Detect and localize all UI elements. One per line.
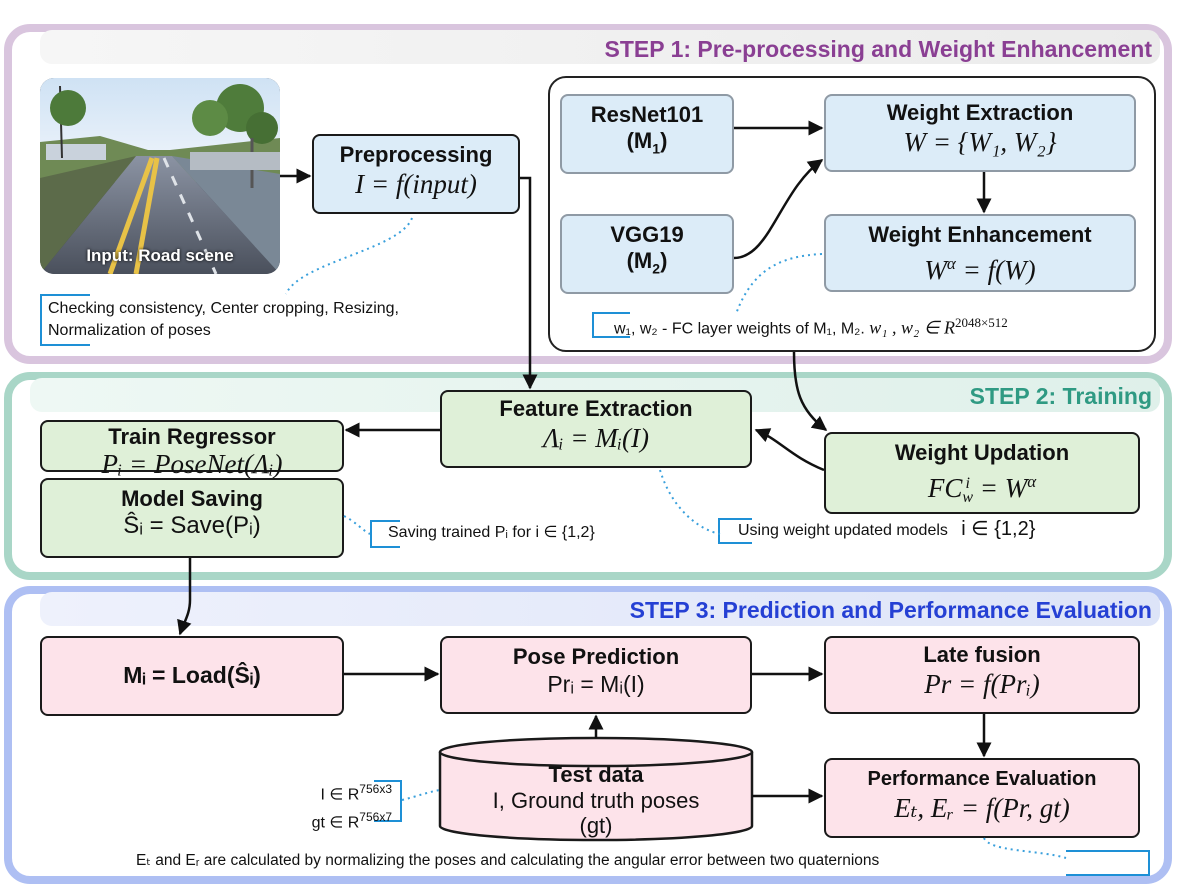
fc-note: w₁, w₂ - FC layer weights of M₁, M₂. w₁ … [614,315,1008,338]
load-model-box: Mᵢ = Load(Ŝᵢ) [40,636,344,716]
weight-extraction-title: Weight Extraction [886,100,1074,125]
dotted-saving-note [343,515,371,535]
train-regressor-title: Train Regressor [108,424,276,449]
test-data-label: Test data I, Ground truth poses (gt) [492,762,700,838]
step2-title: STEP 2: Training [969,383,1152,409]
saving-note-bracket [370,520,400,548]
late-fusion-title: Late fusion [923,642,1041,667]
vgg19-model: (M2) [626,248,668,277]
preprocess-note-bracket [40,294,90,346]
performance-evaluation-title: Performance Evaluation [867,768,1097,790]
feature-extraction-box: Feature Extraction Λᵢ = Mᵢ(I) [440,390,752,468]
dotted-updated-note [659,469,721,535]
road-scene-label: Input: Road scene [86,246,234,265]
dims-note-bracket [374,780,402,822]
bottom-note: Eₜ and Eᵣ are calculated by normalizing … [136,852,880,869]
step3-title-band [40,592,1160,626]
resnet101-title: ResNet101 [590,102,704,127]
pose-prediction-equation: Prᵢ = Mᵢ(I) [547,671,645,697]
dims-note: I ∈ R756x3 gt ∈ R756x7 [311,782,392,832]
preprocessing-title: Preprocessing [339,142,493,167]
step3-title: STEP 3: Prediction and Performance Evalu… [629,597,1152,623]
performance-evaluation-box: Performance Evaluation Eₜ, Eᵣ = f(Pr, gt… [824,758,1140,838]
late-fusion-equation: Pr = f(Prᵢ) [924,669,1040,699]
weight-enhancement-equation: Wα = f(W) [924,254,1036,285]
vgg19-box: VGG19 (M2) [560,214,734,294]
dotted-dims-note [401,789,441,801]
model-saving-equation: Ŝᵢ = Save(Pᵢ) [123,512,261,539]
train-regressor-equation: Pᵢ = PoseNet(Λᵢ) [101,449,283,479]
arrow-vgg-to-weight-extraction [733,158,824,260]
weight-updation-title: Weight Updation [894,440,1070,465]
resnet101-model: (M1) [626,128,668,157]
load-model-equation: Mᵢ = Load(Ŝᵢ) [123,662,261,688]
road-scene-illustration [40,78,280,274]
dotted-bottom-note [983,837,1067,859]
updated-note: Using weight updated models i ∈ {1,2} [738,518,1036,540]
arrow-frame-to-weight-updation [792,351,828,431]
model-saving-title: Model Saving [121,486,263,511]
step1-title: STEP 1: Pre-processing and Weight Enhanc… [604,36,1152,62]
weight-extraction-equation: W = {W₁, W₂} [903,127,1057,157]
performance-evaluation-equation: Eₜ, Eᵣ = f(Pr, gt) [894,793,1070,823]
preprocessing-box: Preprocessing I = f(input) [312,134,520,214]
feature-extraction-title: Feature Extraction [499,396,693,421]
weight-extraction-box: Weight Extraction W = {W₁, W₂} [824,94,1136,172]
train-regressor-box: Train Regressor [40,420,344,472]
dotted-fc-note [735,253,823,315]
fc-note-bracket [592,312,630,338]
arrow-preprocessing-to-feature-extraction [520,176,538,390]
pose-prediction-title: Pose Prediction [512,644,680,669]
bottom-note-bracket [1066,850,1150,876]
resnet101-box: ResNet101 (M1) [560,94,734,174]
step1-panel [4,24,1172,364]
pose-prediction-box: Pose Prediction Prᵢ = Mᵢ(I) [440,636,752,714]
feature-extraction-equation: Λᵢ = Mᵢ(I) [542,423,650,453]
preprocess-note: Checking consistency, Center cropping, R… [48,300,399,339]
preprocessing-equation: I = f(input) [355,169,477,199]
vgg19-title: VGG19 [610,222,684,247]
late-fusion-box: Late fusion Pr = f(Prᵢ) [824,636,1140,714]
saving-note: Saving trained Pᵢ for i ∈ {1,2} [388,524,595,541]
weight-enhancement-box: Weight Enhancement Wα = f(W) [824,214,1136,292]
road-scene-image: Input: Road scene [40,78,280,274]
arrow-saving-to-load [177,558,192,636]
dotted-preprocess-note [285,217,413,295]
step1-title-band [40,30,1160,64]
arrow-updation-to-feature-extraction [754,428,825,472]
weight-frame [548,76,1156,352]
step3-panel [4,586,1172,884]
model-saving-box: Model Saving Ŝᵢ = Save(Pᵢ) [40,478,344,558]
weight-enhancement-title: Weight Enhancement [868,222,1092,247]
step2-panel [4,372,1172,580]
updated-note-bracket [718,518,752,544]
